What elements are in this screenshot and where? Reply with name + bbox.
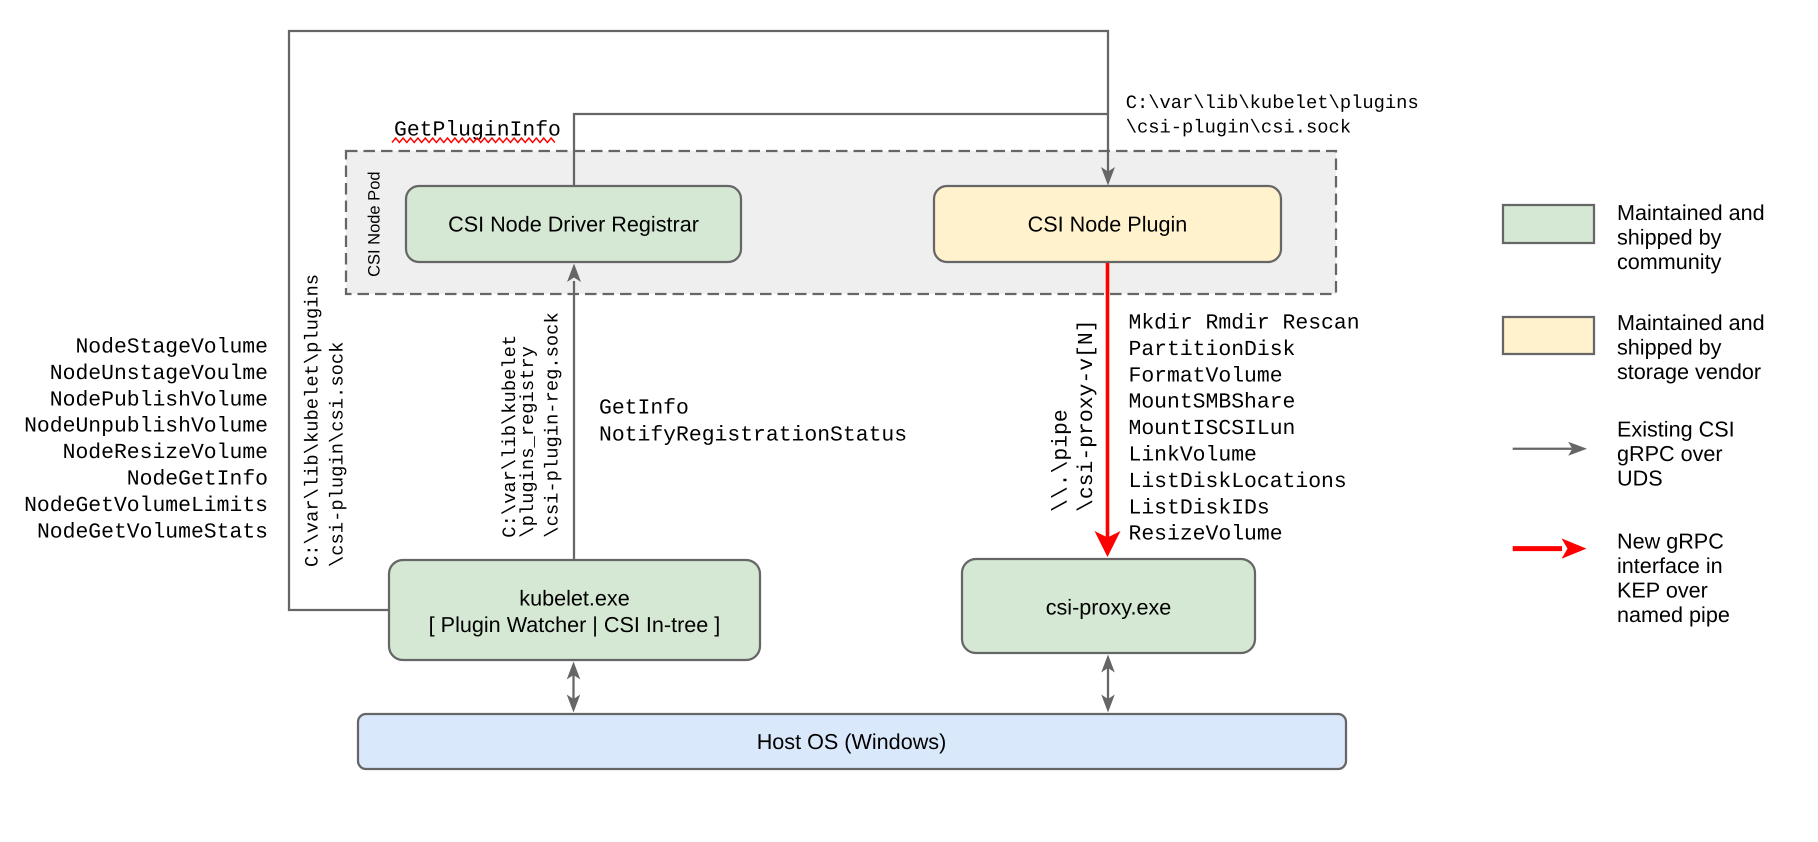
svg-text:NotifyRegistrationStatus: NotifyRegistrationStatus [599, 423, 907, 447]
svg-text:NodeGetVolumeLimits: NodeGetVolumeLimits [24, 494, 268, 518]
svg-text:C:\var\lib\kubelet: C:\var\lib\kubelet [499, 335, 521, 538]
svg-text:[ Plugin Watcher | CSI In-tree: [ Plugin Watcher | CSI In-tree ] [429, 612, 721, 637]
svg-text:interface in: interface in [1617, 553, 1723, 578]
svg-text:\csi-plugin\csi.sock: \csi-plugin\csi.sock [326, 342, 348, 567]
svg-text:C:\var\lib\kubelet\plugins: C:\var\lib\kubelet\plugins [1126, 92, 1419, 114]
svg-text:MountSMBShare: MountSMBShare [1129, 391, 1296, 415]
svg-text:ResizeVolume: ResizeVolume [1129, 523, 1283, 547]
svg-text:NodeGetInfo: NodeGetInfo [127, 468, 268, 492]
svg-text:LinkVolume: LinkVolume [1129, 444, 1257, 468]
svg-text:\\.\pipe: \\.\pipe [1050, 409, 1074, 512]
svg-text:Host OS (Windows): Host OS (Windows) [757, 729, 947, 754]
svg-text:ListDiskLocations: ListDiskLocations [1129, 470, 1347, 494]
svg-text:\csi-proxy-v[N]: \csi-proxy-v[N] [1075, 319, 1099, 512]
svg-text:FormatVolume: FormatVolume [1129, 364, 1283, 388]
svg-text:csi-proxy.exe: csi-proxy.exe [1046, 595, 1172, 620]
svg-text:MountISCSILun: MountISCSILun [1129, 417, 1296, 441]
svg-text:KEP over: KEP over [1617, 577, 1708, 602]
svg-text:kubelet.exe: kubelet.exe [519, 585, 629, 610]
svg-text:community: community [1617, 249, 1722, 274]
svg-text:NodeResizeVolume: NodeResizeVolume [63, 441, 268, 465]
svg-text:CSI Node Pod: CSI Node Pod [366, 171, 384, 276]
svg-text:shipped by: shipped by [1617, 224, 1722, 249]
svg-text:NodeStageVolume: NodeStageVolume [75, 336, 268, 360]
svg-text:shipped by: shipped by [1617, 334, 1722, 359]
svg-text:CSI Node Plugin: CSI Node Plugin [1028, 211, 1188, 236]
svg-text:\plugins_registry: \plugins_registry [517, 346, 539, 538]
svg-text:ListDiskIDs: ListDiskIDs [1129, 496, 1270, 520]
svg-text:Maintained and: Maintained and [1617, 200, 1765, 225]
svg-text:Maintained and: Maintained and [1617, 310, 1765, 335]
svg-text:Mkdir Rmdir Rescan: Mkdir Rmdir Rescan [1129, 312, 1360, 336]
svg-text:storage vendor: storage vendor [1617, 359, 1761, 384]
svg-text:PartitionDisk: PartitionDisk [1129, 338, 1296, 362]
svg-text:New gRPC: New gRPC [1617, 528, 1724, 553]
svg-text:\csi-plugin-reg.sock: \csi-plugin-reg.sock [542, 312, 564, 537]
svg-text:NodeGetVolumeStats: NodeGetVolumeStats [37, 520, 268, 544]
svg-text:GetInfo: GetInfo [599, 397, 689, 421]
svg-text:\csi-plugin\csi.sock: \csi-plugin\csi.sock [1126, 117, 1351, 139]
svg-text:NodePublishVolume: NodePublishVolume [50, 388, 268, 412]
svg-text:CSI Node Driver Registrar: CSI Node Driver Registrar [448, 211, 699, 236]
svg-text:NodeUnpublishVolume: NodeUnpublishVolume [24, 415, 268, 439]
svg-text:UDS: UDS [1617, 466, 1663, 491]
svg-text:NodeUnstageVoulme: NodeUnstageVoulme [50, 362, 268, 386]
svg-text:gRPC over: gRPC over [1617, 441, 1723, 466]
svg-text:C:\var\lib\kubelet\plugins: C:\var\lib\kubelet\plugins [302, 274, 324, 567]
svg-text:named pipe: named pipe [1617, 602, 1730, 627]
svg-text:Existing CSI: Existing CSI [1617, 416, 1735, 441]
